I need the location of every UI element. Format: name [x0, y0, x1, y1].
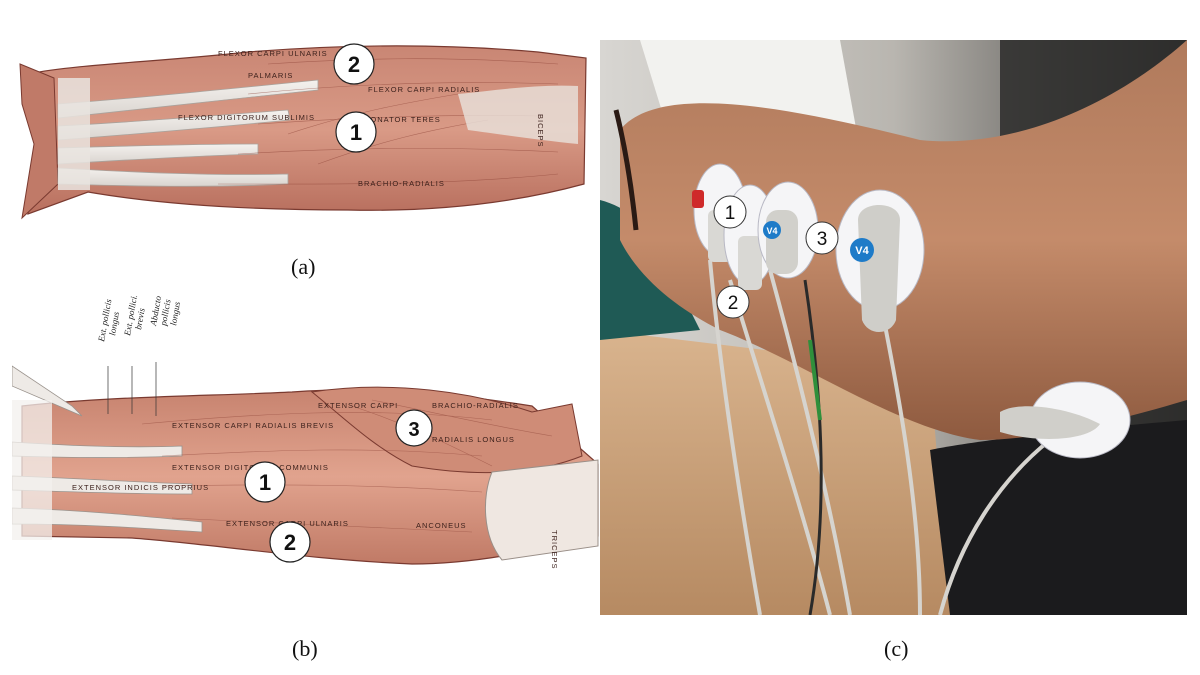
- marker-1: 1: [335, 111, 377, 153]
- extensor-forearm-illustration: Ext. pollicis longus Ext. pollicis brevi…: [12, 296, 599, 570]
- marker-1-b: 1: [244, 461, 286, 503]
- red-clip: [692, 190, 704, 208]
- label-eip: EXTENSOR INDICIS PROPRIUS: [72, 483, 209, 492]
- label-ecrl-a: EXTENSOR CARPI: [318, 401, 398, 410]
- svg-text:V4: V4: [855, 245, 869, 257]
- electrode-pad-v4-right: V4: [835, 189, 925, 332]
- black-cable: [803, 279, 823, 615]
- tendon-ext-1: [12, 365, 83, 417]
- electrode-pad-reference: [1000, 381, 1131, 459]
- svg-text:1: 1: [350, 120, 362, 145]
- anatomy-panel-extensor: Ext. pollicis longus Ext. pollicis brevi…: [12, 296, 602, 586]
- svg-text:2: 2: [284, 530, 296, 555]
- pointer-lines: [107, 362, 157, 416]
- svg-text:1: 1: [259, 470, 271, 495]
- tendon-ext-3: [12, 475, 193, 495]
- label-pronator-teres: PRONATOR TERES: [358, 115, 441, 124]
- svg-text:V4: V4: [766, 226, 777, 236]
- photo-marker-2: 2: [716, 285, 750, 319]
- svg-text:1: 1: [725, 203, 736, 224]
- wrist-end: [19, 63, 59, 220]
- svg-text:3: 3: [817, 229, 828, 250]
- label-ext-pollicis-brevis-2: brevis: [133, 307, 147, 331]
- svg-text:3: 3: [408, 419, 419, 441]
- label-brachio-radialis: BRACHIO-RADIALIS: [358, 179, 445, 188]
- label-flexor-carpi-ulnaris: FLEXOR CARPI ULNARIS: [218, 49, 328, 58]
- photo-marker-3: 3: [805, 221, 839, 255]
- caption-b: (b): [292, 636, 318, 661]
- tendon-3: [57, 143, 259, 165]
- emg-electrode-photo: V4 V4 1 2 3: [600, 40, 1187, 615]
- biceps-tendon: [458, 85, 578, 144]
- label-ecrb: EXTENSOR CARPI RADIALIS BREVIS: [172, 421, 334, 430]
- marker-2: 2: [333, 43, 375, 85]
- wrist-band: [58, 78, 90, 190]
- anatomy-panel-flexor: FLEXOR CARPI ULNARIS PALMARIS FLEXOR CAR…: [18, 34, 590, 226]
- tendon-ext-4: [12, 507, 203, 533]
- label-edc: EXTENSOR DIGITORUM COMMUNIS: [172, 463, 329, 472]
- label-ext-pollicis-longus-2: longus: [107, 310, 121, 336]
- label-brachio-radialis-b: BRACHIO-RADIALIS: [432, 401, 519, 410]
- caption-c: (c): [884, 636, 909, 661]
- photo-marker-1: 1: [713, 195, 747, 229]
- flexor-forearm-illustration: FLEXOR CARPI ULNARIS PALMARIS FLEXOR CAR…: [19, 43, 587, 220]
- green-cable-segment: [808, 339, 822, 421]
- electrode-pad-v4-left: V4: [757, 181, 819, 279]
- wrist-bracelet: [613, 109, 639, 231]
- label-flexor-carpi-radialis: FLEXOR CARPI RADIALIS: [368, 85, 480, 94]
- svg-text:2: 2: [348, 52, 360, 77]
- desk-surface: [600, 330, 950, 615]
- muscle-fibers: [217, 58, 559, 185]
- label-anconeus: ANCONEUS: [416, 521, 467, 530]
- marker-2-b: 2: [269, 521, 311, 563]
- label-ecrl-b: RADIALIS LONGUS: [432, 435, 515, 444]
- svg-text:2: 2: [728, 293, 739, 314]
- label-palmaris: PALMARIS: [248, 71, 293, 80]
- tendon-2: [57, 109, 291, 141]
- tendon-ext-2: [12, 441, 183, 458]
- label-abductor-2: pollicis: [158, 298, 173, 327]
- extensor-wrist: [12, 400, 52, 540]
- label-biceps: BICEPS: [536, 114, 545, 148]
- forearm-silhouette: [27, 45, 587, 215]
- triceps-tendon: [484, 459, 599, 561]
- electrode-photo: V4 V4 1 2 3: [600, 40, 1187, 615]
- chair-armrest: [930, 420, 1187, 615]
- label-flexor-digitorum: FLEXOR DIGITORUM SUBLIMIS: [178, 113, 315, 122]
- caption-a: (a): [291, 254, 316, 279]
- tendon-1: [57, 79, 319, 119]
- marker-3: 3: [395, 409, 433, 447]
- lead-cables: [708, 259, 1052, 615]
- label-abductor-3: longus: [168, 300, 182, 326]
- label-triceps: TRICEPS: [550, 530, 559, 570]
